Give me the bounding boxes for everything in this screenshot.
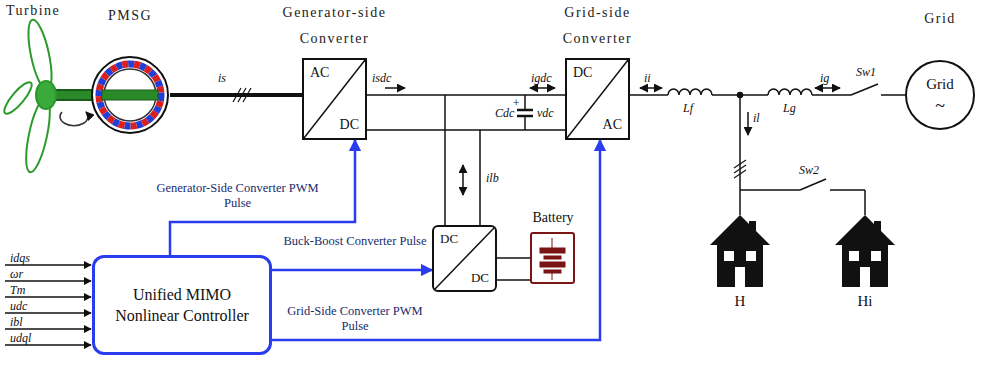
converter-box: Generator-side ConverterACDC <box>302 58 367 140</box>
power-wire <box>497 257 530 259</box>
signal-label: isdc <box>372 72 391 85</box>
buck-boost-box: DC DC <box>432 225 497 292</box>
controller-box: Unified MIMO Nonlinear Controller <box>92 255 272 355</box>
signal-label: idqs <box>10 252 30 265</box>
signal-label: is <box>218 72 226 85</box>
node-text: H <box>710 293 770 310</box>
house-symbol <box>835 215 895 287</box>
signal-label: Lg <box>783 102 796 115</box>
grid-filter-wires <box>668 84 881 215</box>
signal-label: Lf <box>683 102 693 115</box>
node-text: DC <box>340 117 359 133</box>
node-text: Grid <box>907 76 973 93</box>
signal-label: Grid-Side Converter PWM Pulse <box>280 304 430 334</box>
signal-label: ilb <box>486 172 499 185</box>
converter-box: Grid-side ConverterDCAC <box>565 58 630 140</box>
signal-arrow <box>272 140 600 340</box>
node-text: DC <box>471 270 489 286</box>
signal-label: udql <box>10 332 31 345</box>
signal-label: ig <box>820 72 829 85</box>
house-shape: H <box>710 215 770 287</box>
signal-label: igdc <box>531 72 552 85</box>
house-symbol <box>710 215 770 287</box>
signal-label: udc <box>10 300 27 313</box>
signal-label: Sw2 <box>799 164 819 177</box>
house-shape: Hi <box>835 215 895 287</box>
node-text: Battery <box>508 210 598 226</box>
heading-text: Turbine <box>6 4 60 17</box>
node-text: Unified MIMO Nonlinear Controller <box>107 284 257 326</box>
node-text: AC <box>603 117 622 133</box>
turbine-illustration <box>1 18 92 174</box>
signal-label: ibl <box>10 316 23 329</box>
heading-text: Generator-side Converter <box>265 0 405 52</box>
signal-label: il <box>753 112 760 125</box>
node-text: DC <box>440 231 458 247</box>
controller-input-arrows <box>5 265 91 345</box>
signal-label: Buck-Boost Converter Pulse <box>280 234 430 249</box>
signal-label: Cdc <box>495 107 514 120</box>
signal-label: ii <box>644 72 651 85</box>
grid-circle: GridGrid~ <box>905 60 975 130</box>
battery-box: Battery <box>530 232 575 284</box>
node-text: AC <box>310 65 329 81</box>
heading-text: Grid <box>900 6 980 32</box>
signal-arrow <box>272 269 432 272</box>
power-wire <box>367 94 565 96</box>
heading-text: Grid-side Converter <box>528 0 668 52</box>
heading-text: PMSG <box>80 3 180 29</box>
signal-label: vdc <box>537 107 554 120</box>
signal-label: Generator-Side Converter PWM Pulse <box>155 181 320 211</box>
node-text: DC <box>573 65 592 81</box>
battery-symbol <box>532 234 573 282</box>
signal-label: Tm <box>10 284 25 297</box>
node-text: ~ <box>907 96 973 117</box>
signal-label: Sw1 <box>856 66 876 79</box>
node-text: Hi <box>835 293 895 310</box>
signal-label: ωr <box>10 268 23 281</box>
pmsg-symbol <box>90 55 170 135</box>
generator-circle: PMSG <box>90 55 170 135</box>
